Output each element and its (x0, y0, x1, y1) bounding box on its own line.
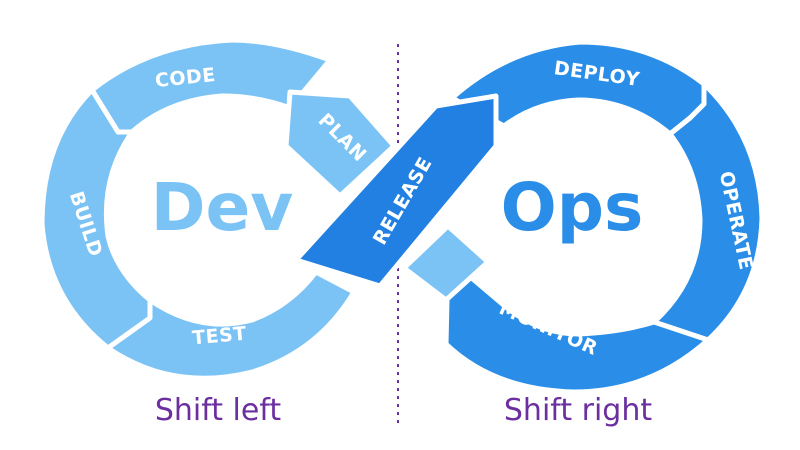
caption-shift-right: Shift right (504, 393, 652, 428)
ops-segment-tail (401, 223, 491, 303)
caption-shift-left: Shift left (155, 393, 282, 428)
dev-segment-test (105, 269, 357, 381)
dev-loop (39, 37, 397, 381)
ops-segment-monitor (443, 255, 711, 395)
step-label-test: TEST (191, 323, 247, 350)
dev-title: Dev (151, 169, 294, 246)
dev-segment-plan (283, 89, 397, 199)
ops-title: Ops (501, 169, 644, 246)
dev-segment-code (89, 37, 333, 135)
release-band (293, 93, 499, 289)
ops-loop (401, 39, 765, 395)
